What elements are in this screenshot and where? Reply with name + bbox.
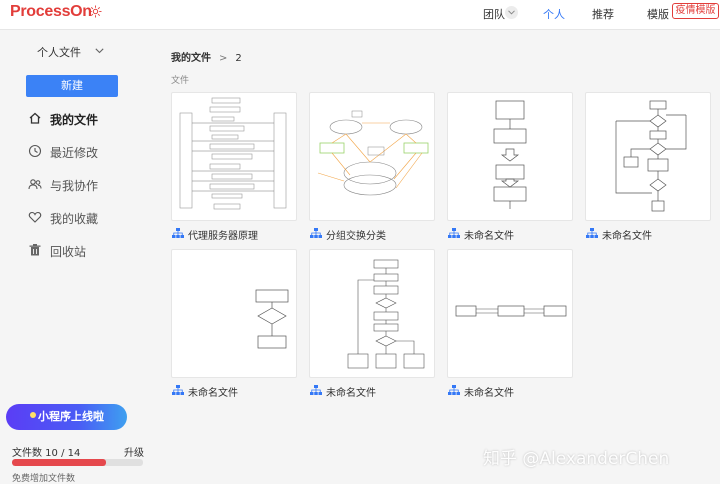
nav-templates[interactable]: 模版 [647, 8, 669, 21]
sidebar-item-shared[interactable]: 与我协作 [28, 176, 138, 194]
file-thumbnail[interactable] [447, 249, 573, 378]
chevron-down-icon[interactable] [505, 6, 518, 19]
sidebar-item-label: 我的文件 [50, 113, 99, 127]
file-name[interactable]: 未命名文件 [326, 388, 376, 399]
file-name[interactable]: 未命名文件 [464, 231, 514, 242]
breadcrumb-root[interactable]: 我的文件 [171, 53, 211, 64]
users-icon [28, 179, 42, 190]
file-caption[interactable]: 代理服务器原理 [171, 227, 311, 242]
diagram-preview [179, 97, 287, 210]
sidebar: 个人文件 新建 我的文件 最近修改 与我协作 我的收藏 回收站 小程序上线啦 文… [0, 31, 150, 484]
diagram-preview [455, 305, 567, 317]
promo-badge[interactable]: 疫情模版 [672, 3, 719, 19]
sparkle-icon [30, 412, 36, 418]
nav-team[interactable]: 团队 [483, 8, 505, 21]
top-header: ProcessOn 团队 个人 推荐 模版 疫情模版 [0, 0, 720, 30]
new-button[interactable]: 新建 [26, 75, 118, 97]
mini-program-banner[interactable]: 小程序上线啦 [6, 404, 127, 430]
file-thumbnail[interactable] [447, 92, 573, 221]
sidebar-item-my-files[interactable]: 我的文件 [28, 110, 138, 128]
trash-icon [29, 244, 41, 256]
file-card[interactable]: 未命名文件 [447, 249, 573, 399]
file-thumbnail[interactable] [171, 249, 297, 378]
scope-select[interactable]: 个人文件 [37, 46, 81, 59]
breadcrumb-current: 2 [235, 53, 242, 64]
org-chart-icon [448, 228, 460, 238]
sidebar-item-label: 我的收藏 [50, 212, 99, 226]
sidebar-item-favorites[interactable]: 我的收藏 [28, 209, 138, 227]
file-caption[interactable]: 未命名文件 [171, 384, 311, 399]
org-chart-icon [310, 228, 322, 238]
heart-icon [28, 211, 42, 223]
file-usage-bar [12, 459, 143, 466]
sidebar-item-label: 与我协作 [50, 179, 99, 193]
org-chart-icon [172, 385, 184, 395]
file-caption[interactable]: 未命名文件 [585, 227, 720, 242]
file-card[interactable]: 未命名文件 [309, 249, 435, 399]
org-chart-icon [448, 385, 460, 395]
logo-sun-icon [89, 5, 102, 18]
sidebar-item-label: 最近修改 [50, 146, 99, 160]
sidebar-item-recent[interactable]: 最近修改 [28, 143, 138, 161]
file-name[interactable]: 未命名文件 [464, 388, 514, 399]
file-caption[interactable]: 未命名文件 [309, 384, 449, 399]
file-thumbnail[interactable] [309, 92, 435, 221]
nav-recommend[interactable]: 推荐 [592, 8, 614, 21]
upgrade-link[interactable]: 升级 [124, 448, 144, 459]
file-caption[interactable]: 未命名文件 [447, 227, 587, 242]
section-label: 文件 [171, 76, 190, 86]
sidebar-item-trash[interactable]: 回收站 [28, 242, 138, 260]
breadcrumb-separator: > [219, 53, 228, 64]
file-name[interactable]: 分组交换分类 [326, 231, 386, 242]
file-caption[interactable]: 分组交换分类 [309, 227, 449, 242]
file-thumbnail[interactable] [171, 92, 297, 221]
file-caption[interactable]: 未命名文件 [447, 384, 587, 399]
diagram-preview [317, 110, 429, 196]
processon-logo[interactable]: ProcessOn [10, 3, 92, 20]
nav-personal[interactable]: 个人 [543, 8, 565, 21]
org-chart-icon [586, 228, 598, 238]
file-usage-fill [12, 459, 106, 466]
file-thumbnail[interactable] [585, 92, 711, 221]
file-name[interactable]: 未命名文件 [188, 388, 238, 399]
file-card[interactable]: 未命名文件 [585, 92, 711, 242]
file-count: 文件数 10 / 14 [12, 448, 81, 459]
breadcrumb: 我的文件 >2 [171, 49, 242, 64]
file-card[interactable]: 未命名文件 [171, 249, 297, 399]
diagram-preview [255, 289, 289, 349]
file-name[interactable]: 代理服务器原理 [188, 231, 258, 242]
file-card[interactable]: 分组交换分类 [309, 92, 435, 242]
org-chart-icon [310, 385, 322, 395]
diagram-preview [493, 100, 527, 209]
banner-label: 小程序上线啦 [38, 410, 104, 423]
free-more-link[interactable]: 免费增加文件数 [12, 474, 76, 484]
clock-icon [28, 144, 42, 158]
org-chart-icon [172, 228, 184, 238]
zhihu-watermark: 知乎 @AlexanderChen [483, 449, 670, 469]
file-thumbnail[interactable] [309, 249, 435, 378]
file-card[interactable]: 未命名文件 [447, 92, 573, 242]
diagram-preview [347, 259, 425, 369]
file-card[interactable]: 代理服务器原理 [171, 92, 297, 242]
chevron-down-icon[interactable] [95, 48, 104, 54]
file-name[interactable]: 未命名文件 [602, 231, 652, 242]
sidebar-item-label: 回收站 [50, 245, 87, 259]
home-icon [29, 112, 41, 124]
diagram-preview [615, 100, 687, 212]
